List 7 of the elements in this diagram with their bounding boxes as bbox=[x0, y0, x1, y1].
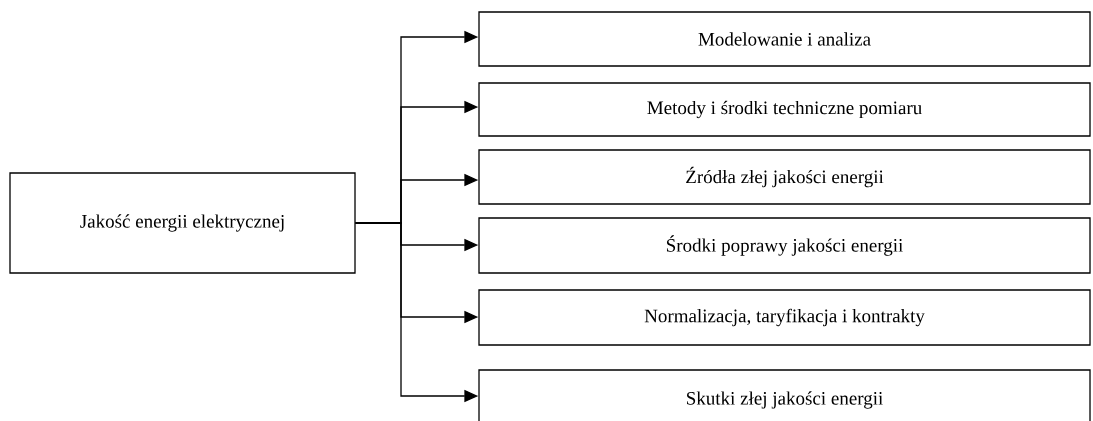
text-box: Źródła złej jakości energii bbox=[478, 149, 1091, 205]
text-box: Środki poprawy jakości energii bbox=[478, 217, 1091, 274]
text-box: Normalizacja, taryfikacja i kontrakty bbox=[478, 289, 1091, 346]
text-box: Modelowanie i analiza bbox=[478, 11, 1091, 67]
text-box: Jakość energii elektrycznej bbox=[9, 172, 356, 274]
text-box: Metody i środki techniczne pomiaru bbox=[478, 82, 1091, 137]
text-box: Skutki złej jakości energii bbox=[478, 369, 1091, 421]
